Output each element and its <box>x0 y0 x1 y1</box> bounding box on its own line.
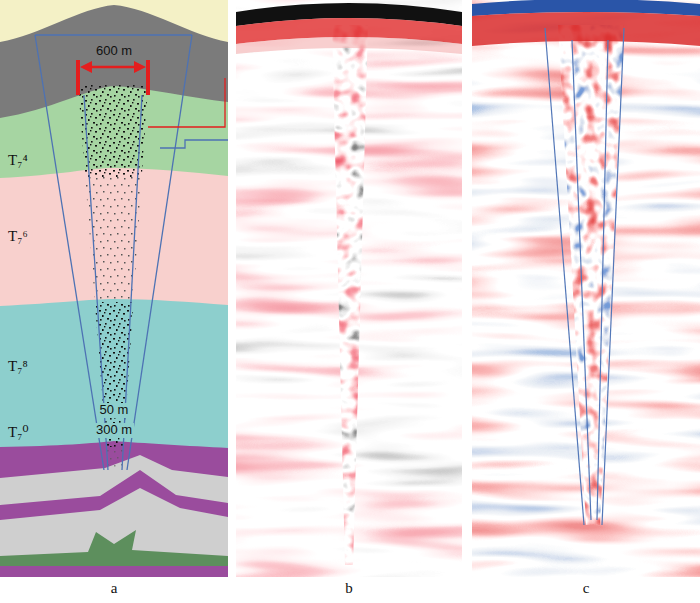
panel-label: b <box>345 580 353 597</box>
grey-band <box>0 488 228 577</box>
seismic-background <box>236 0 462 577</box>
purple-base <box>0 566 228 577</box>
grey-band <box>0 455 228 577</box>
purple-layer <box>0 441 228 577</box>
dimension-label: 300 m <box>94 423 134 438</box>
green-body <box>0 530 228 577</box>
width-bracket <box>78 60 225 127</box>
seismic-anomaly <box>555 20 627 530</box>
dimension-label: 600 m <box>96 44 132 59</box>
seismic-background <box>472 0 700 577</box>
horizon-label: T₇⁰ <box>8 424 28 441</box>
panel-label: c <box>583 580 590 597</box>
green-layer <box>0 86 228 577</box>
guide-lines <box>545 28 624 525</box>
top-layer <box>0 0 228 577</box>
horizon-label: T₇⁸ <box>8 358 28 375</box>
guide-lines <box>35 35 228 470</box>
seismic-anomaly <box>330 20 370 570</box>
horizon-label: T₇⁴ <box>8 152 28 169</box>
geologic-model <box>0 0 228 577</box>
fracture-dots <box>70 85 160 472</box>
purple-band <box>0 470 228 577</box>
teal-layer <box>0 299 228 577</box>
panel-label: a <box>111 580 118 597</box>
seismic-attribute-section <box>472 0 700 577</box>
top-reflector <box>472 12 700 46</box>
pink-layer <box>0 168 228 577</box>
grey-layer <box>0 5 228 577</box>
dimension-label: 50 m <box>98 403 131 418</box>
seismic-section <box>236 0 462 577</box>
horizon-label: T₇⁶ <box>8 228 28 245</box>
